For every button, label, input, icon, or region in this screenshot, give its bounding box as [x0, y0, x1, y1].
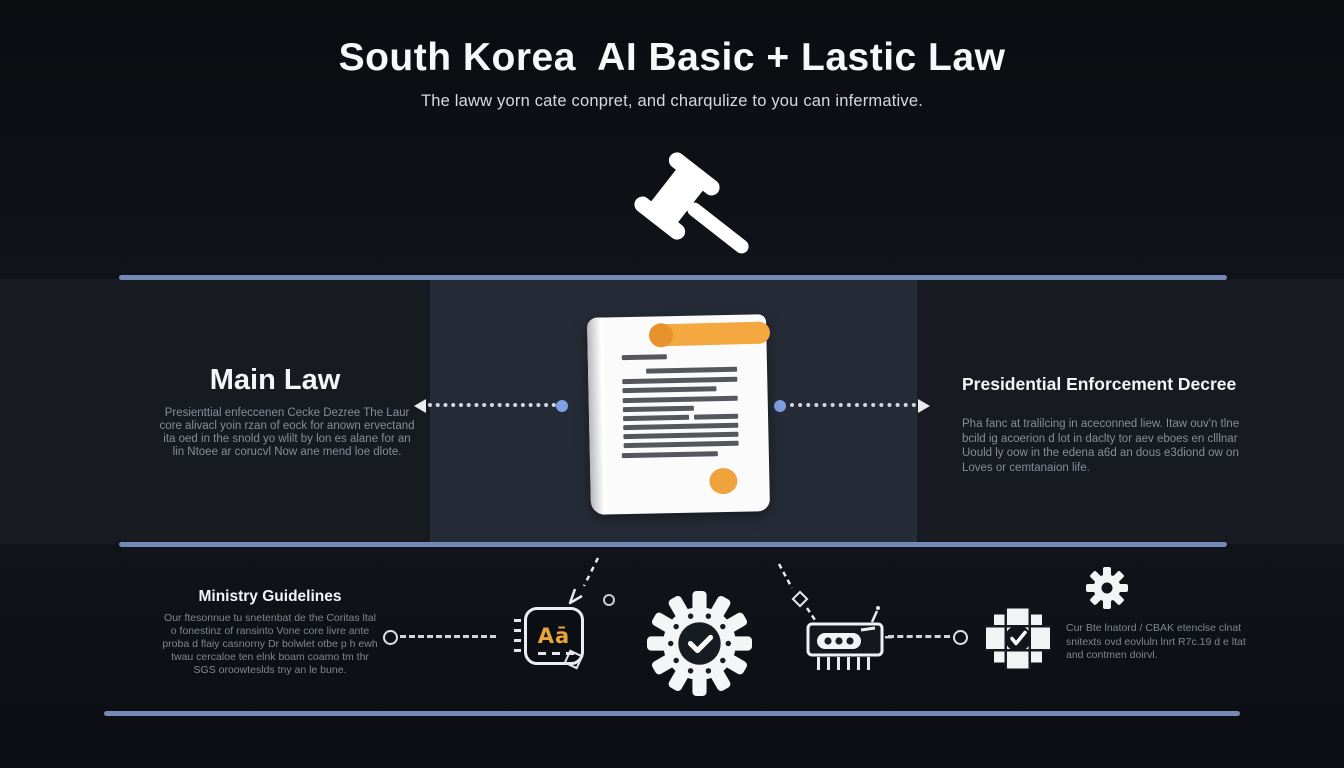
decree-heading: Presidential Enforcement Decree: [962, 374, 1237, 394]
connector1-dashes: [400, 635, 496, 638]
arrow-right-dashes: [790, 403, 916, 407]
arrow-right-head: [918, 399, 930, 413]
ai-chip-icon: Aā: [524, 607, 584, 665]
main-law-body: Presienttial enfeccenen Cecke Dezree The…: [159, 407, 415, 458]
pen-cap: [648, 322, 674, 348]
connector2-dashes: [888, 635, 950, 638]
connector2-circle: [953, 630, 968, 645]
page-title: South Korea AI Basic + Lastic Law: [338, 36, 1006, 79]
connector1-circle: [383, 630, 398, 645]
arrow-left-head: [414, 399, 426, 413]
ai-chip-arrow: [568, 557, 615, 606]
bottom-right-body: Cur Bte lnatord / CBAK etenclse clnat sn…: [1066, 622, 1246, 661]
arrow-left-dot: [556, 400, 568, 412]
guidelines-heading: Ministry Guidelines: [198, 588, 342, 605]
microchip-icon: [777, 563, 892, 670]
arrow-left-dashes: [428, 403, 556, 407]
page-subtitle: The laww yorn cate conpret, and charquli…: [420, 92, 924, 110]
small-gear-icon: [1086, 567, 1128, 609]
seal-icon: [709, 467, 738, 495]
guidelines-body: Our ftesonnue tu snetenbat de the Corita…: [162, 612, 378, 676]
block-gear-check-icon: [984, 607, 1052, 670]
pen-icon: [648, 321, 771, 348]
arrow-right-dot: [774, 400, 786, 412]
main-law-heading: Main Law: [209, 364, 341, 396]
divider-bottom: [104, 711, 1240, 716]
divider-top: [119, 275, 1227, 280]
divider-middle: [119, 542, 1227, 547]
ai-chip-label: Aā: [537, 624, 571, 648]
decree-body: Pha fanc at tralilcing in aceconned liew…: [962, 418, 1240, 474]
gear-check-icon: [647, 591, 752, 696]
gavel-icon: [634, 152, 749, 254]
